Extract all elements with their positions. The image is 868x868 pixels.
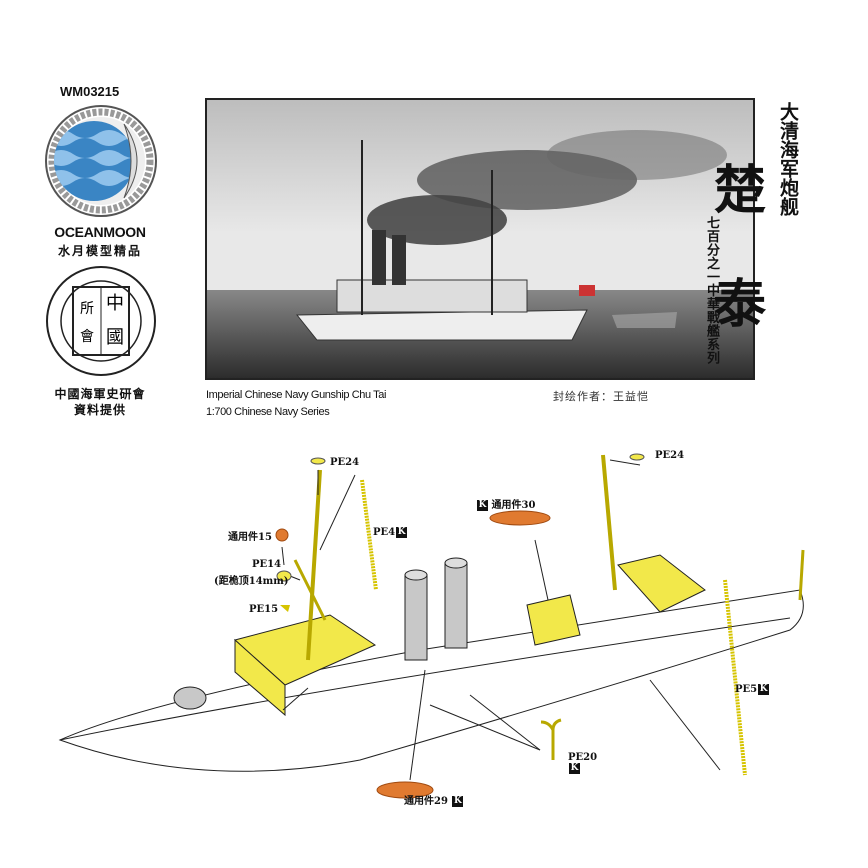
society-line1: 中國海軍史研會 [54,387,146,401]
svg-text:會: 會 [80,329,94,345]
label-text: PE4 [373,527,396,538]
svg-text:所: 所 [80,301,94,317]
product-code: WM03215 [60,84,120,99]
pe24-part-1 [310,457,326,465]
series-title-vertical: 大清海军炮舰 [777,102,799,216]
ship-name-char-2: 泰 [714,274,767,335]
photo-etch-k-icon: K [396,527,408,538]
caption-ship-name: Imperial Chinese Navy Gunship Chu Tai [206,389,387,401]
pe24-part-2 [629,453,645,461]
pe15-part [280,605,290,612]
funnel-forward [404,574,428,661]
davit-pe20 [540,718,562,760]
photo-etch-k-icon: K [452,796,464,807]
boat-30 [489,510,551,526]
label-part-30: K 通用件30 [476,496,535,511]
pe14-part [276,570,292,582]
photo-etch-k-icon: K [758,684,770,695]
part-15 [275,528,289,542]
midship-pe [526,594,581,646]
label-text: 通用件30 [491,500,536,511]
label-pe24-aft: PE24 [655,450,685,461]
brand-chinese: 水月模型精品 [57,244,142,258]
svg-text:國: 國 [106,327,124,348]
photo-etch-k-icon: K [569,763,580,774]
label-part-15: 通用件15 [228,532,272,543]
gun [173,686,207,710]
ladder-pe4 [360,479,378,591]
oceanmoon-logo [45,105,157,217]
label-text: PE5 [735,684,758,695]
aft-deck [617,554,706,613]
society-credit: 中國海軍史研會 資料提供 [30,386,170,418]
ship-painting [207,100,753,378]
label-pe14-note: (距桅顶14mm) [214,576,289,587]
photo-etch-k-icon: K [477,500,488,511]
funnel-aft [444,562,468,649]
label-pe14: PE14 [252,559,282,570]
society-line2: 資料提供 [73,403,126,417]
hull [58,589,804,772]
scale-series-vertical: 七百分之一中華戰艦系列 [704,216,719,365]
label-pe24-forward: PE24 [330,457,360,468]
mainmast [601,454,617,591]
label-text: PE20 [568,752,598,763]
brand-name: OCEANMOON [54,224,146,240]
artist-credit: 封绘作者：王益恺 [553,390,649,403]
svg-text:中: 中 [106,293,124,314]
label-pe15: PE15 [249,604,279,615]
naval-institute-seal: 中 國 所 會 [46,266,156,376]
ladder-pe5 [723,579,747,776]
box-art-painting [205,98,755,380]
foremast [306,469,322,661]
assembly-diagram [58,453,805,799]
label-part-29: 通用件29 K [404,792,464,807]
label-text: 通用件29 [404,796,448,807]
ship-name-char-1: 楚 [714,160,767,221]
boat-29 [376,781,434,799]
caption-series: 1:700 Chinese Navy Series [206,406,330,418]
